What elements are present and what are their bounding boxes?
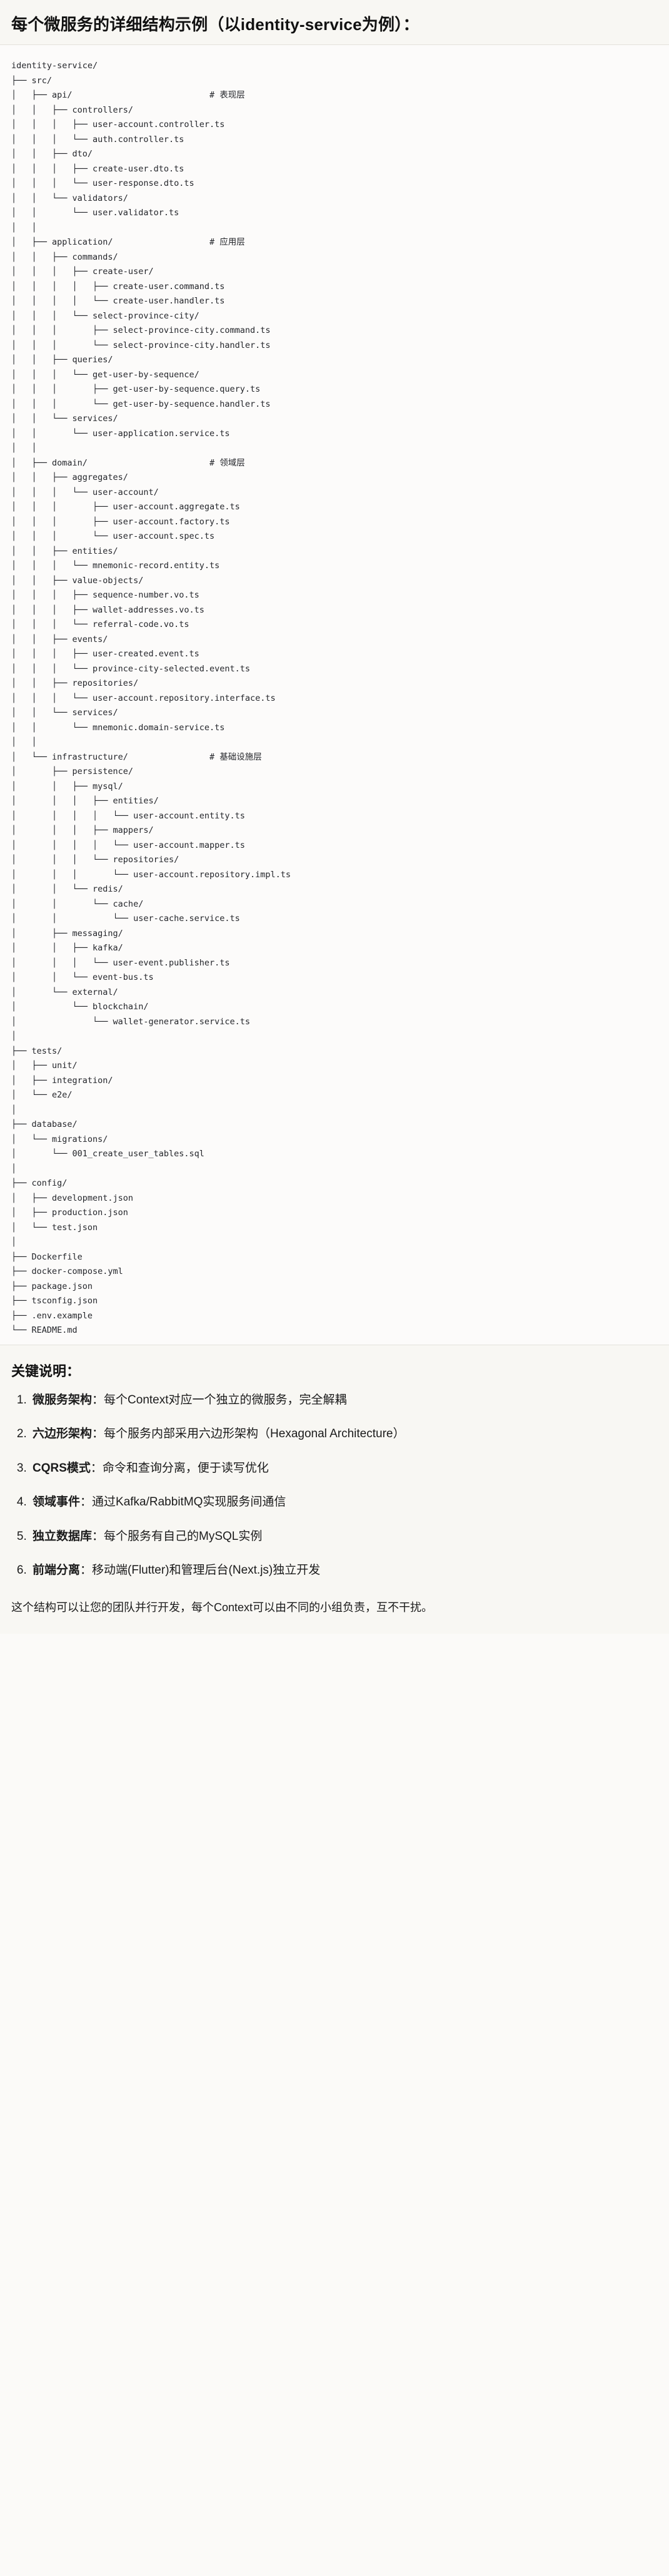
key-note-term: 六边形架构 [33,1427,93,1441]
key-note-description: 每个Context对应一个独立的微服务，完全解耦 [104,1393,347,1407]
key-note-separator: ： [92,1427,104,1441]
directory-tree: identity-service/ ├── src/ │ ├── api/ # … [11,61,291,1336]
key-note-item: CQRS模式：命令和查询分离，便于读写优化 [30,1460,658,1478]
key-note-item: 领域事件：通过Kafka/RabbitMQ实现服务间通信 [30,1494,658,1512]
key-note-description: 每个服务内部采用六边形架构（Hexagonal Architecture） [104,1427,405,1441]
page-title: 每个微服务的详细结构示例（以identity-service为例）： [11,15,420,34]
key-note-description: 通过Kafka/RabbitMQ实现服务间通信 [92,1495,286,1509]
key-note-description: 移动端(Flutter)和管理后台(Next.js)独立开发 [92,1564,321,1577]
key-note-term: 微服务架构 [33,1393,93,1407]
key-note-item: 前端分离：移动端(Flutter)和管理后台(Next.js)独立开发 [30,1562,658,1580]
directory-tree-section: identity-service/ ├── src/ │ ├── api/ # … [0,45,669,1345]
key-note-term: 前端分离 [33,1564,81,1577]
heading-section: 每个微服务的详细结构示例（以identity-service为例）： [0,0,669,46]
key-note-separator: ： [92,1393,104,1407]
key-note-separator: ： [80,1495,93,1509]
key-note-description: 命令和查询分离，便于读写优化 [102,1461,269,1475]
key-note-term: 独立数据库 [33,1529,93,1543]
key-note-term: 领域事件 [33,1495,81,1509]
closing-paragraph: 这个结构可以让您的团队并行开发，每个Context可以由不同的小组负责，互不干扰… [11,1601,433,1614]
key-notes-section: 关键说明： 微服务架构：每个Context对应一个独立的微服务，完全解耦六边形架… [0,1344,669,1634]
key-note-description: 每个服务有自己的MySQL实例 [104,1529,263,1543]
key-note-item: 六边形架构：每个服务内部采用六边形架构（Hexagonal Architectu… [30,1425,658,1443]
key-notes-list: 微服务架构：每个Context对应一个独立的微服务，完全解耦六边形架构：每个服务… [11,1392,658,1580]
key-note-separator: ： [80,1564,93,1577]
key-note-term: CQRS模式 [33,1461,91,1475]
key-note-item: 微服务架构：每个Context对应一个独立的微服务，完全解耦 [30,1392,658,1410]
key-note-separator: ： [90,1461,103,1475]
key-note-item: 独立数据库：每个服务有自己的MySQL实例 [30,1528,658,1546]
key-notes-title: 关键说明： [11,1363,81,1379]
key-note-separator: ： [92,1529,104,1543]
